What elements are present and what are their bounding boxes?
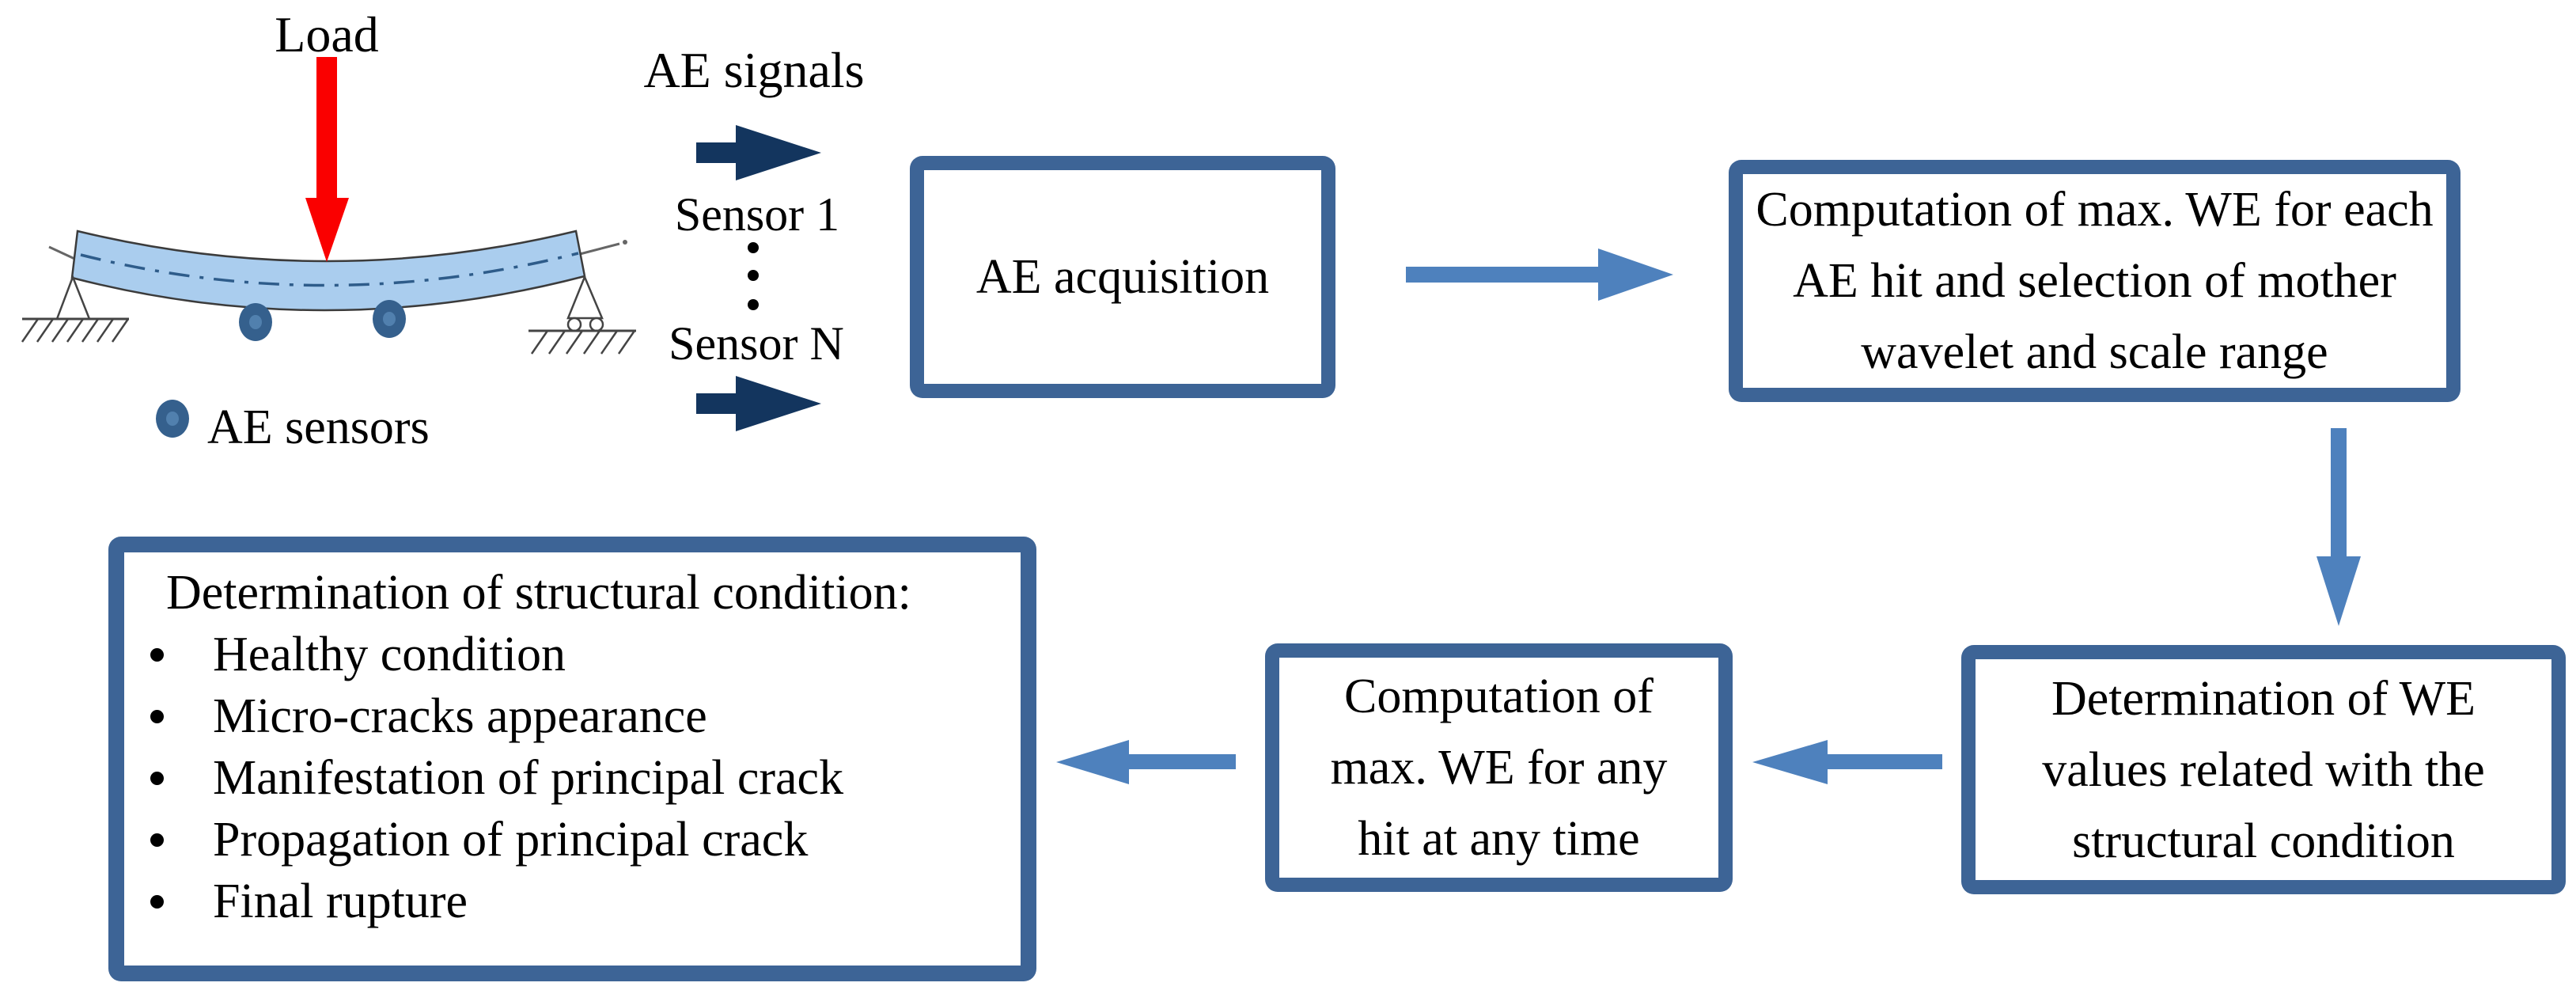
ae-sensor-icon [373,300,406,338]
list-item: Final rupture [150,871,1013,932]
ellipsis-dot [748,299,759,310]
signal-arrow-right-icon [696,125,821,180]
load-label: Load [275,6,379,63]
box-computation-each-hit: Computation of max. WE for each AE hit a… [1729,160,2460,402]
bullet-icon [150,833,164,847]
structural-condition-title: Determination of structural condition: [166,566,911,620]
ellipsis-dot [748,270,759,281]
box-computation-any-hit-label: Computation of max. WE for any hit at an… [1330,670,1668,866]
legend-label: AE sensors [207,400,430,454]
box-structural-condition: Determination of structural condition: H… [108,537,1036,981]
bullet-icon [150,709,164,723]
load-arrow-shaft [316,57,337,199]
ellipsis-dot [748,242,759,253]
list-item-label: Healthy condition [213,628,566,681]
box-computation-each-hit-label: Computation of max. WE for each AE hit a… [1756,183,2434,379]
box-determination-we-values: Determination of WE values related with … [1961,645,2566,894]
ground-hatching-left [21,318,130,343]
flow-arrow-left-icon [1752,740,1942,784]
roller-wheel [566,317,582,332]
list-item: Healthy condition [150,624,1013,685]
flow-arrow-left-icon [1056,740,1236,784]
ae-sensor-icon [239,303,272,341]
list-item: Manifestation of principal crack [150,747,1013,809]
sensor-1-label: Sensor 1 [674,188,840,241]
ae-signals-label: AE signals [643,42,865,98]
box-ae-acquisition-label: AE acquisition [975,250,1270,304]
roller-wheel [589,317,604,332]
sensor-n-label: Sensor N [669,317,844,370]
right-reference-line [579,242,620,256]
roller-support [566,274,604,320]
bullet-icon [150,771,164,785]
right-reference-dot [623,240,627,245]
list-item-label: Manifestation of principal crack [213,751,844,805]
list-item-label: Micro-cracks appearance [213,689,707,743]
beam-diagram [21,57,636,438]
list-item: Micro-cracks appearance [150,685,1013,747]
box-determination-we-values-label: Determination of WE values related with … [2042,671,2485,868]
pin-support [55,274,91,321]
load-arrow-head [305,198,349,262]
signal-arrow-right-icon [696,376,821,431]
bullet-icon [150,894,164,909]
flow-arrow-right-icon [1406,248,1673,301]
box-computation-any-hit: Computation of max. WE for any hit at an… [1265,643,1733,892]
flow-arrow-down-icon [2317,428,2361,626]
list-item: Propagation of principal crack [150,809,1013,871]
bullet-icon [150,647,164,662]
legend-sensor-icon [156,400,189,438]
ground-hatching-right [530,330,636,355]
box-ae-acquisition: AE acquisition [910,156,1335,398]
list-item-label: Propagation of principal crack [213,813,809,867]
list-item-label: Final rupture [213,874,468,928]
